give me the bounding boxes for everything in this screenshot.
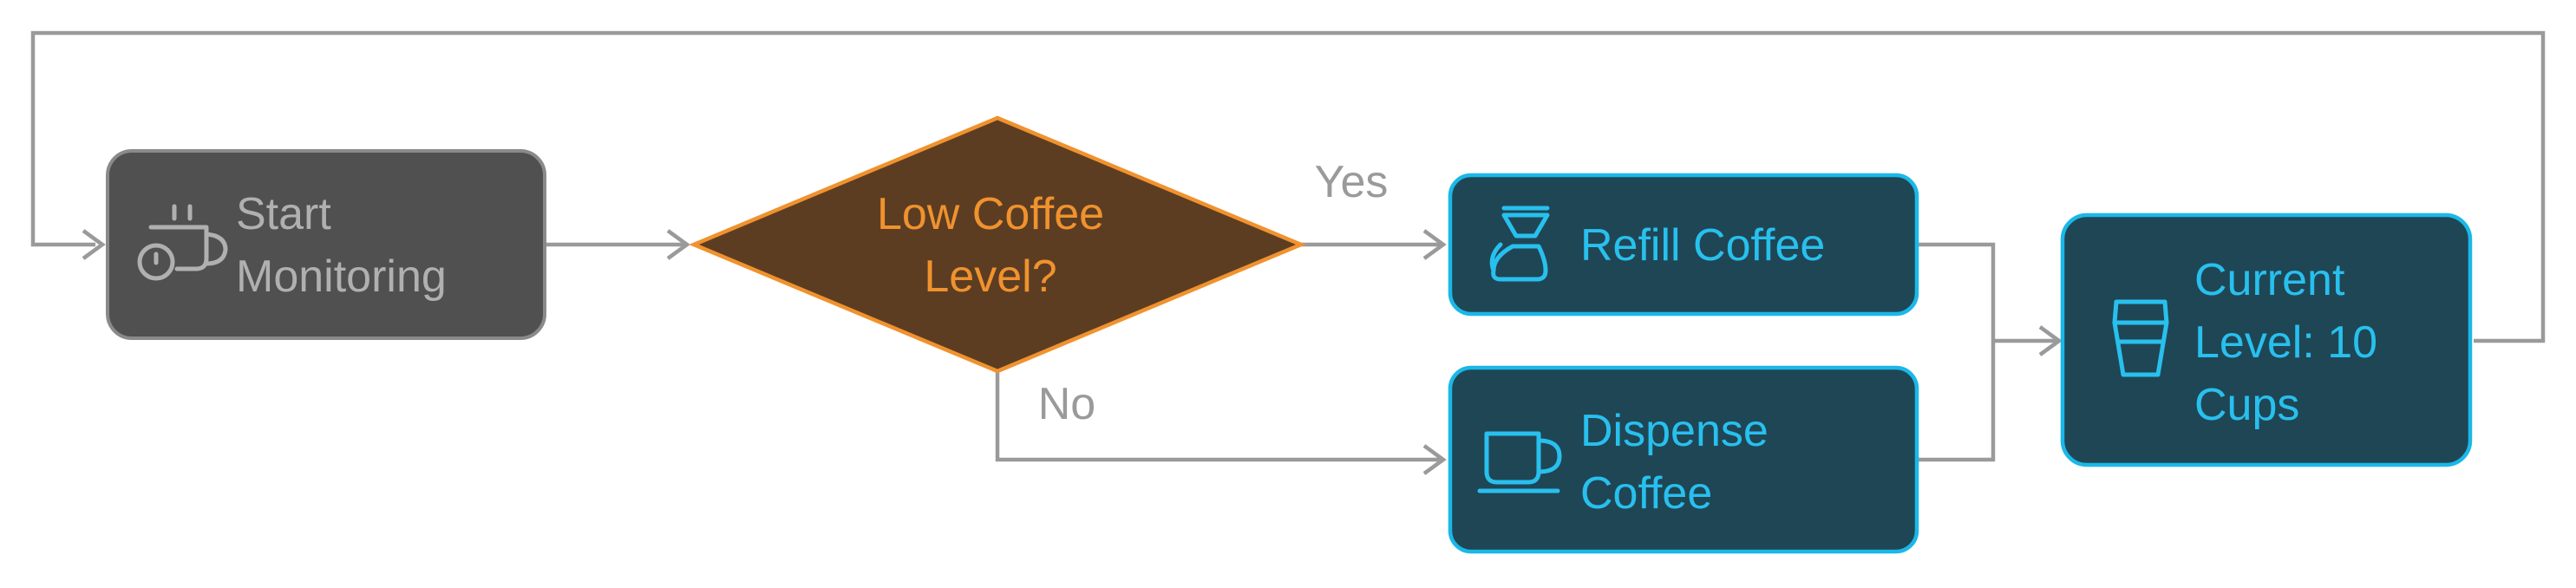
node-current-line2: Level: 10 xyxy=(2194,317,2377,368)
node-refill-coffee[interactable]: Refill Coffee xyxy=(1448,173,1919,317)
takeaway-cup-icon xyxy=(2112,299,2169,377)
edge-no xyxy=(995,371,1442,462)
node-dispense-line2: Coffee xyxy=(1580,468,1712,519)
edge-label-no: No xyxy=(1038,379,1095,429)
arrowhead-into-current xyxy=(2038,325,2063,356)
arrowhead-into-refill xyxy=(1422,229,1447,260)
node-dispense-line1: Dispense xyxy=(1580,406,1769,456)
node-decision-line1: Low Coffee xyxy=(877,189,1104,239)
coffee-cup-icon xyxy=(1477,431,1562,493)
edge-label-yes: Yes xyxy=(1315,157,1389,207)
coffee-pot-timer-icon xyxy=(137,204,228,281)
node-current-level[interactable]: Current Level: 10 Cups xyxy=(2060,212,2473,467)
node-decision-line2: Level? xyxy=(924,252,1056,302)
node-start-line1: Start xyxy=(236,189,331,239)
arrowhead-into-start xyxy=(82,229,106,260)
node-dispense-coffee[interactable]: Dispense Coffee xyxy=(1448,365,1919,554)
node-current-line1: Current xyxy=(2194,255,2345,305)
node-refill-label: Refill Coffee xyxy=(1580,220,1825,271)
arrowhead-into-dispense xyxy=(1422,444,1447,475)
edge-loop-back xyxy=(30,30,2546,343)
coffee-dripper-icon xyxy=(1489,206,1550,282)
arrowhead-into-decision xyxy=(666,229,690,260)
node-start-monitoring[interactable]: Start Monitoring xyxy=(106,149,546,340)
node-current-line3: Cups xyxy=(2194,380,2299,430)
node-start-line2: Monitoring xyxy=(236,252,447,302)
edge-refill-to-merge xyxy=(1917,242,1996,462)
node-decision-low-coffee[interactable]: Low Coffee Level? xyxy=(689,115,1306,374)
